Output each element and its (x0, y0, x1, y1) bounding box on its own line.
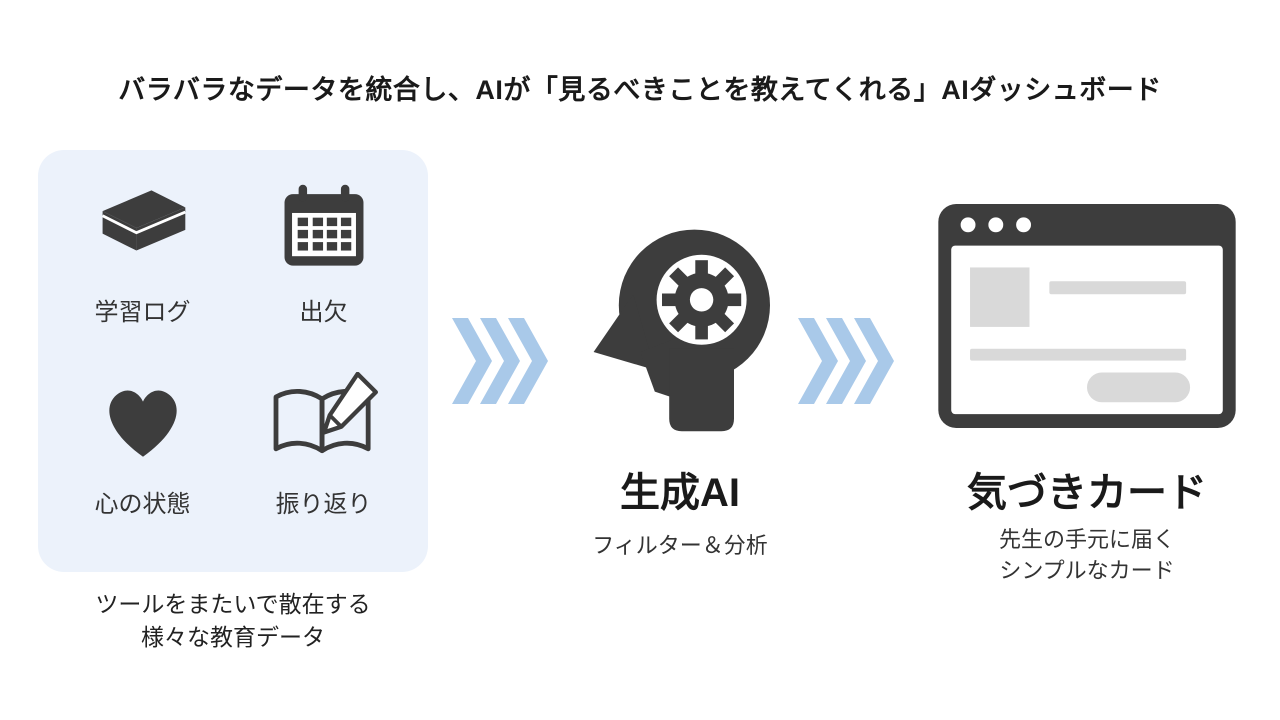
calendar-icon-svg (284, 184, 363, 266)
ai-label: 生成AI (620, 471, 740, 515)
source-label: 学習ログ (94, 299, 191, 326)
triple-chevron-icon (798, 318, 894, 404)
browser-card-icon-svg (938, 204, 1236, 428)
output-sublabel: 先生の手元に届く シンプルなカード (938, 524, 1236, 586)
source-item-learning-log: 学習ログ (52, 176, 233, 362)
source-item-mental-state: 心の状態 (52, 368, 233, 554)
book-icon (90, 176, 196, 280)
head-gear-icon-svg (593, 229, 770, 432)
sources-caption-line1: ツールをまたいで散在する (95, 591, 371, 617)
heart-icon-svg (108, 390, 177, 457)
open-book-pencil-icon-svg (273, 372, 378, 454)
triple-chevron-icon (452, 318, 548, 404)
source-item-reflection: 振り返り (233, 368, 414, 554)
output-sublabel-line1: 先生の手元に届く (998, 527, 1175, 552)
calendar-icon (277, 176, 371, 280)
flow-arrow-left (452, 318, 548, 404)
source-item-attendance: 出欠 (233, 176, 414, 362)
flow-arrow-right (798, 318, 894, 404)
open-book-pencil-icon (266, 368, 382, 472)
head-gear-icon (590, 226, 770, 442)
source-label: 心の状態 (94, 491, 191, 518)
ai-sublabel: フィルター＆分析 (592, 533, 768, 558)
browser-card-icon (938, 204, 1236, 428)
output-sublabel-line2: シンプルなカード (999, 558, 1175, 583)
data-sources-panel: 学習ログ 出欠 (38, 150, 428, 572)
sources-caption: ツールをまたいで散在する 様々な教育データ (38, 588, 428, 654)
heart-icon (91, 368, 195, 472)
source-label: 振り返り (275, 491, 372, 518)
sources-caption-line2: 様々な教育データ (141, 624, 325, 650)
source-label: 出欠 (299, 299, 348, 326)
output-label: 気づきカード (967, 471, 1207, 515)
book-icon-svg (101, 190, 186, 251)
page-title: バラバラなデータを統合し、AIが「見るべきことを教えてくれる」AIダッシュボード (118, 75, 1162, 105)
